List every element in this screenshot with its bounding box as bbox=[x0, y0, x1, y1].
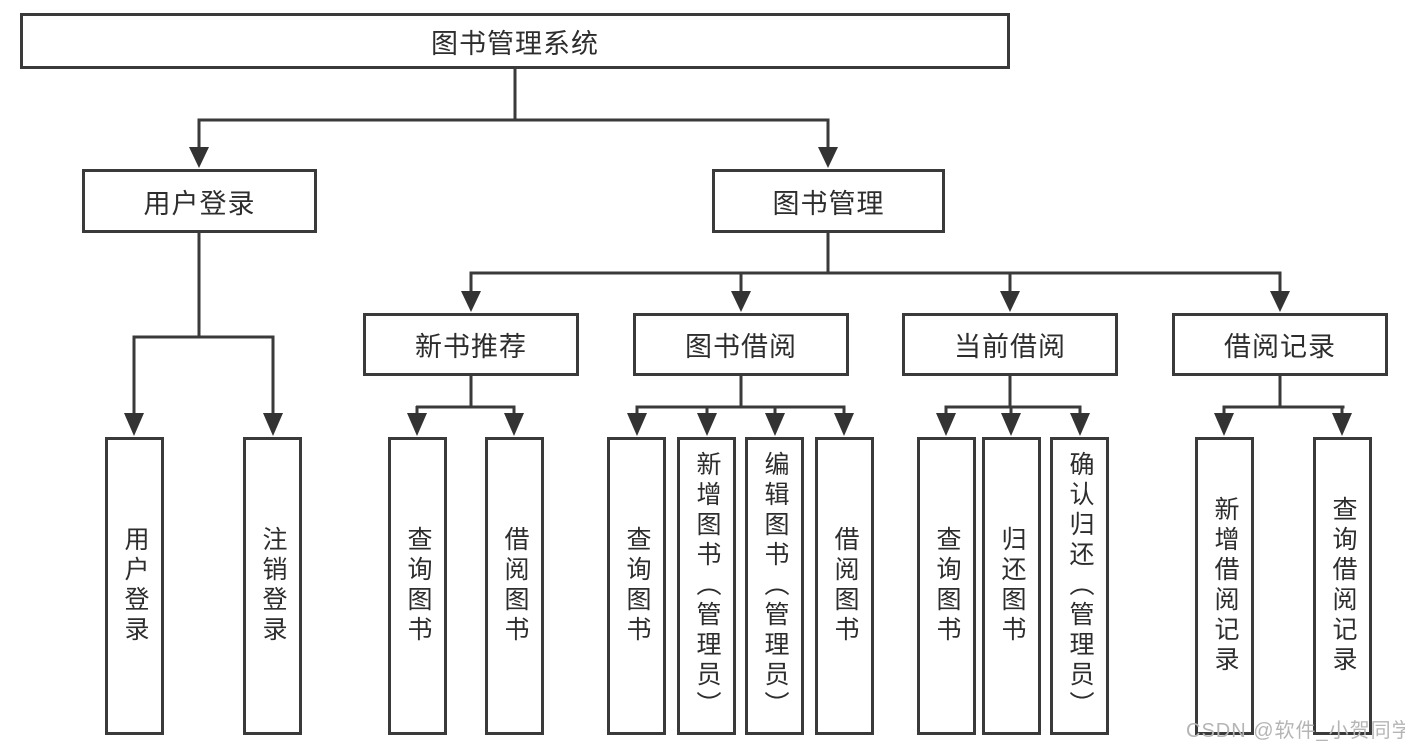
leaf-label: 查询图书 bbox=[623, 526, 651, 646]
node-user-login: 用户登录 bbox=[82, 169, 317, 233]
connector-new-book-to-leaves bbox=[407, 376, 524, 436]
leaf-query-books: 查询图书 bbox=[388, 437, 447, 735]
node-label: 图书借阅 bbox=[685, 332, 797, 362]
leaf-label: 借阅图书 bbox=[501, 526, 529, 646]
connector-root-to-level1 bbox=[189, 69, 838, 168]
node-label: 新书推荐 bbox=[415, 332, 527, 362]
leaf-query-books: 查询图书 bbox=[917, 437, 976, 735]
node-library-management-system: 图书管理系统 bbox=[20, 13, 1010, 69]
node-book-management: 图书管理 bbox=[712, 169, 945, 233]
leaf-label: 归还图书 bbox=[998, 526, 1026, 646]
leaf-label: 查询借阅记录 bbox=[1329, 496, 1357, 676]
leaf-label: 用户登录 bbox=[121, 526, 149, 646]
leaf-borrow-books: 借阅图书 bbox=[485, 437, 544, 735]
connector-borrow-record-to-leaves bbox=[1214, 376, 1352, 436]
node-label: 用户登录 bbox=[143, 188, 256, 219]
leaf-label: 查询图书 bbox=[404, 526, 432, 646]
leaf-return-books: 归还图书 bbox=[982, 437, 1041, 735]
leaf-add-books-admin: 新增图书（管理员） bbox=[677, 437, 736, 735]
node-new-book-recommend: 新书推荐 bbox=[363, 313, 579, 376]
node-borrow-record: 借阅记录 bbox=[1172, 313, 1388, 376]
leaf-label: 新增借阅记录 bbox=[1211, 496, 1239, 676]
connector-book-borrow-to-leaves bbox=[627, 376, 854, 436]
leaf-confirm-return-admin: 确认归还（管理员） bbox=[1050, 437, 1109, 735]
leaf-label: 注销登录 bbox=[259, 526, 287, 646]
connector-book-mgmt-to-level2 bbox=[461, 233, 1290, 312]
connector-current-borrow-to-leaves bbox=[936, 376, 1090, 436]
connector-user-login-to-leaves bbox=[124, 233, 283, 436]
leaf-query-borrow-record: 查询借阅记录 bbox=[1313, 437, 1372, 735]
leaf-query-books: 查询图书 bbox=[607, 437, 666, 735]
leaf-label: 借阅图书 bbox=[831, 526, 859, 646]
leaf-logout: 注销登录 bbox=[243, 437, 302, 735]
leaf-label: 确认归还（管理员） bbox=[1066, 451, 1094, 721]
node-label: 图书管理系统 bbox=[431, 28, 599, 59]
leaf-label: 编辑图书（管理员） bbox=[761, 451, 789, 721]
leaf-edit-books-admin: 编辑图书（管理员） bbox=[745, 437, 804, 735]
leaf-add-borrow-record: 新增借阅记录 bbox=[1195, 437, 1254, 735]
node-label: 借阅记录 bbox=[1224, 332, 1336, 362]
node-book-borrow: 图书借阅 bbox=[633, 313, 849, 376]
leaf-label: 新增图书（管理员） bbox=[693, 451, 721, 721]
leaf-user-login: 用户登录 bbox=[105, 437, 164, 735]
csdn-watermark: CSDN @软件_小贺同学 bbox=[1186, 720, 1405, 742]
leaf-borrow-books: 借阅图书 bbox=[815, 437, 874, 735]
leaf-label: 查询图书 bbox=[933, 526, 961, 646]
node-label: 图书管理 bbox=[772, 188, 885, 219]
node-current-borrow: 当前借阅 bbox=[902, 313, 1118, 376]
node-label: 当前借阅 bbox=[954, 332, 1066, 362]
